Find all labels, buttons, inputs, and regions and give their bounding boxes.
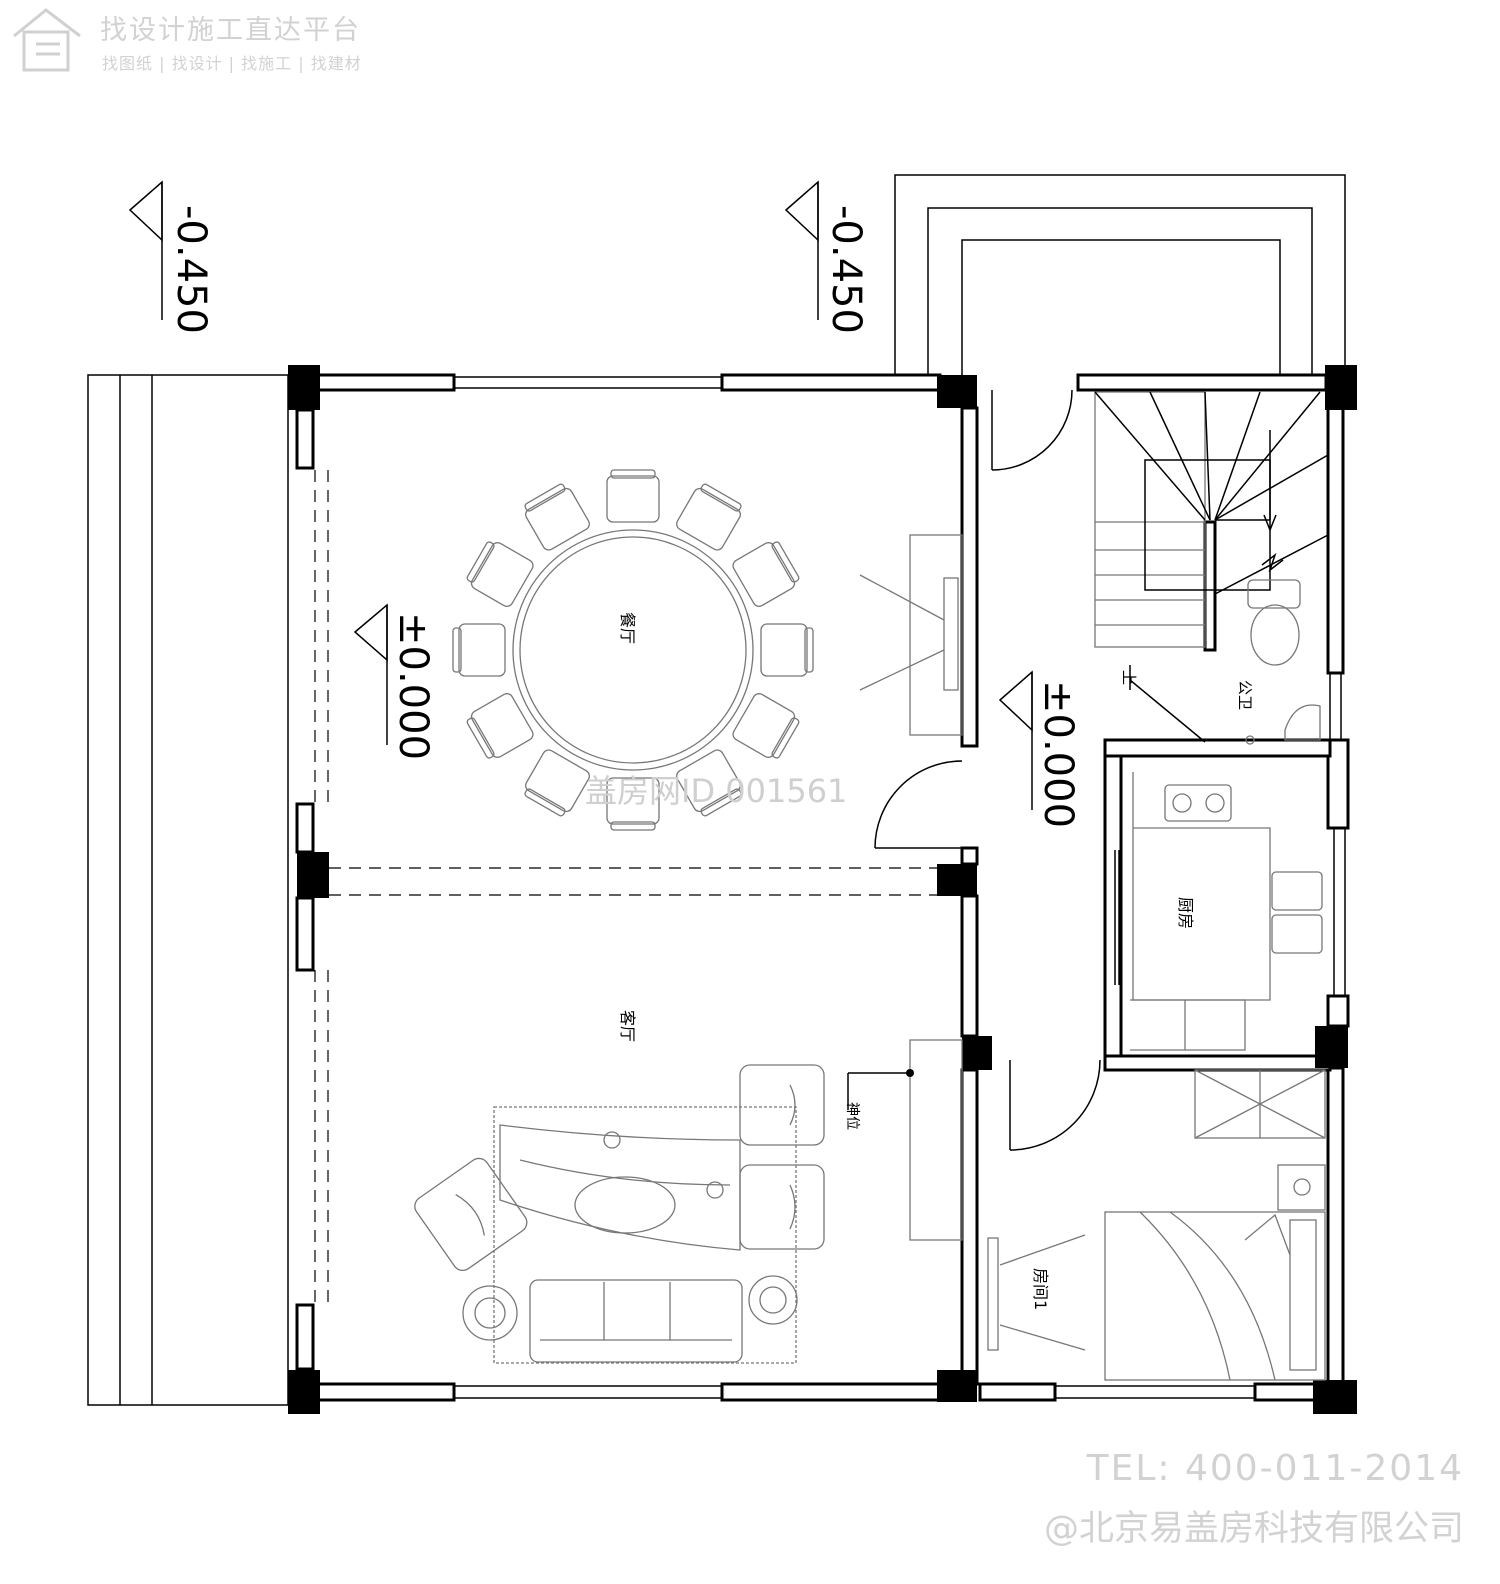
logo-watermark-subtitle: 找图纸 | 找设计 | 找施工 | 找建材 — [102, 54, 362, 73]
entrance-steps — [894, 174, 1346, 375]
kitchen-sliding-door — [1114, 850, 1120, 985]
bedroom-door — [1009, 1059, 1101, 1151]
room-label-bedroom: 房间1 — [1031, 1268, 1050, 1310]
kitchen-counter — [1130, 772, 1323, 1051]
svg-text:±0.000: ±0.000 — [390, 612, 436, 760]
logo-watermark-title: 找设计施工直达平台 — [100, 15, 361, 46]
bedroom-furniture — [987, 1069, 1326, 1381]
dining-chair — [760, 623, 814, 677]
level-marker-outdoor-right: -0.450 — [784, 180, 869, 334]
house-logo-icon — [13, 8, 81, 72]
dining-tv-cabinet — [859, 534, 963, 736]
company-watermark: @北京易盖房科技有限公司 — [1043, 1509, 1464, 1549]
dining-chair — [732, 693, 800, 759]
shrine-cabinet — [847, 1039, 963, 1241]
terrace — [87, 374, 289, 1406]
dining-chair — [676, 749, 742, 817]
structural-columns — [288, 365, 1357, 1414]
room-label-dining: 餐厅 — [618, 612, 637, 644]
svg-text:±0.000: ±0.000 — [1035, 680, 1081, 828]
level-marker-dining: ±0.000 — [353, 603, 436, 760]
room-label-living: 客厅 — [618, 1010, 637, 1042]
tel-watermark: TEL: 400-011-2014 — [1086, 1448, 1464, 1489]
living-room-furniture — [414, 1064, 825, 1364]
dining-chair — [524, 749, 590, 817]
level-marker-outdoor-left: -0.450 — [128, 180, 214, 334]
dining-table — [452, 469, 814, 831]
dining-chair — [732, 541, 800, 607]
room-label-shrine: 神位 — [844, 1102, 860, 1130]
dining-chair — [606, 777, 660, 831]
svg-text:-0.450: -0.450 — [823, 205, 869, 334]
dining-chair — [466, 693, 534, 759]
dining-chair — [524, 483, 590, 551]
room-label-kitchen: 厨房 — [1176, 897, 1195, 929]
stair-up-label: 上 — [1120, 670, 1138, 685]
level-marker-hall: ±0.000 — [998, 670, 1081, 828]
toilet-fixture — [1245, 579, 1321, 745]
dining-door — [874, 760, 963, 849]
id-watermark: 盖房网ID 001561 — [585, 772, 848, 810]
entrance-door — [991, 389, 1073, 471]
dining-chair — [452, 623, 506, 677]
room-label-toilet: 公卫 — [1236, 680, 1254, 710]
staircase — [1094, 391, 1329, 743]
exterior-walls — [295, 373, 1350, 1402]
dining-chair — [676, 483, 742, 551]
dining-chair — [606, 469, 660, 523]
dining-chair — [466, 541, 534, 607]
interior-walls — [960, 406, 1332, 1386]
svg-text:-0.450: -0.450 — [168, 205, 214, 334]
dashed-beam-lines — [314, 470, 937, 1305]
